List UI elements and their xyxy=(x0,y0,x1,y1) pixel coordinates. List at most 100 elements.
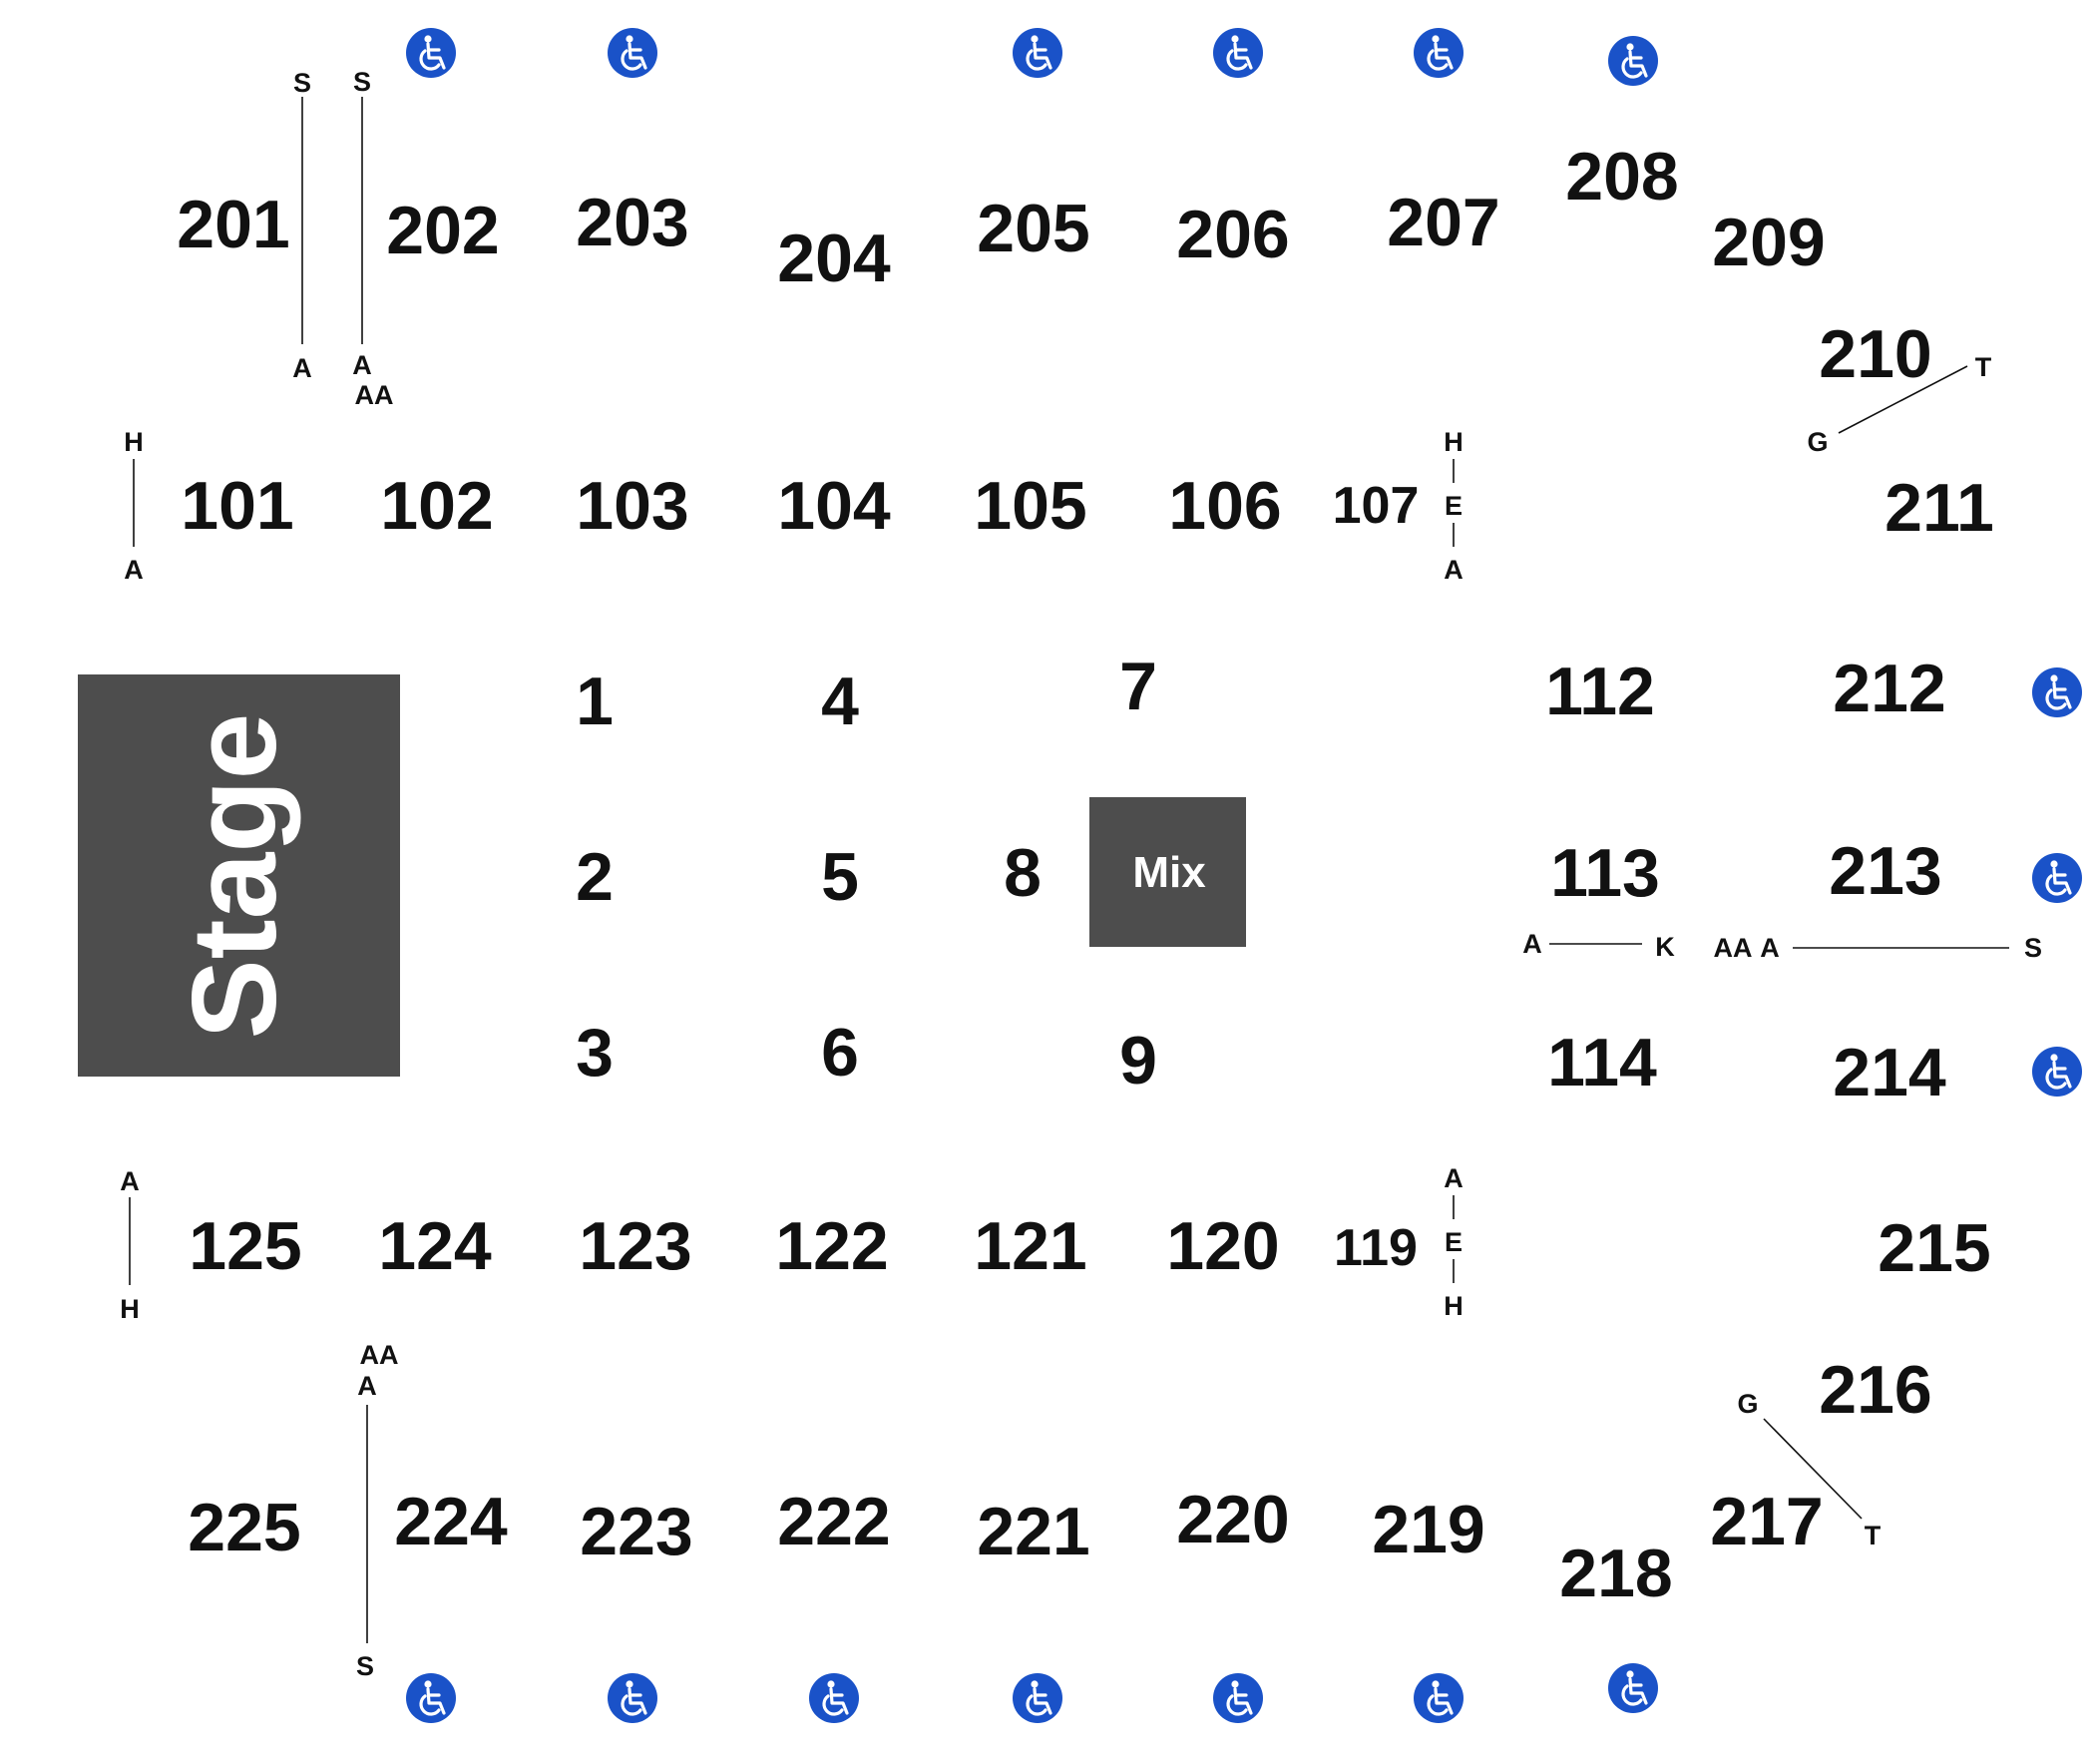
section-6[interactable]: 6 xyxy=(821,1015,859,1091)
section-103[interactable]: 103 xyxy=(576,468,688,544)
row-label-125-bottom: H xyxy=(120,1294,140,1324)
floor-sections: 1 2 3 4 5 6 7 8 9 xyxy=(576,649,1157,1099)
section-106[interactable]: 106 xyxy=(1168,468,1281,544)
row-label-202-bottom: A xyxy=(352,350,372,380)
wheelchair-icon[interactable] xyxy=(606,26,659,80)
wheelchair-icon[interactable] xyxy=(606,1671,659,1725)
section-2[interactable]: 2 xyxy=(576,839,614,915)
section-216[interactable]: 216 xyxy=(1819,1352,1931,1428)
section-102[interactable]: 102 xyxy=(380,468,493,544)
wheelchair-icon[interactable] xyxy=(1211,26,1265,80)
section-1[interactable]: 1 xyxy=(576,663,614,739)
section-223[interactable]: 223 xyxy=(580,1494,692,1569)
section-124[interactable]: 124 xyxy=(378,1208,492,1284)
section-221[interactable]: 221 xyxy=(977,1494,1089,1569)
section-120[interactable]: 120 xyxy=(1166,1208,1279,1284)
section-222[interactable]: 222 xyxy=(777,1484,890,1559)
row-label-107-top: H xyxy=(1444,427,1464,457)
section-114[interactable]: 114 xyxy=(1547,1025,1657,1101)
section-3[interactable]: 3 xyxy=(576,1015,614,1091)
section-203[interactable]: 203 xyxy=(576,185,688,260)
wheelchair-icon[interactable] xyxy=(2030,665,2084,719)
section-105[interactable]: 105 xyxy=(974,468,1086,544)
row-label-224-bottom: S xyxy=(356,1651,374,1681)
wheelchair-icon[interactable] xyxy=(1412,1671,1466,1725)
section-5[interactable]: 5 xyxy=(821,839,859,915)
section-9[interactable]: 9 xyxy=(1119,1023,1157,1099)
row-label-210-start: G xyxy=(1807,427,1828,457)
section-112[interactable]: 112 xyxy=(1545,654,1655,729)
section-217[interactable]: 217 xyxy=(1710,1484,1823,1559)
row-label-113-end: K xyxy=(1655,932,1675,962)
lower-sections: 101 102 103 104 105 106 107 112 113 114 … xyxy=(181,468,1660,1284)
section-224[interactable]: 224 xyxy=(394,1484,508,1559)
section-213[interactable]: 213 xyxy=(1829,833,1941,909)
row-label-202-top: S xyxy=(353,67,371,97)
section-220[interactable]: 220 xyxy=(1176,1482,1289,1557)
section-207[interactable]: 207 xyxy=(1387,185,1499,260)
row-label-213-extra: AA xyxy=(1714,933,1753,963)
section-7[interactable]: 7 xyxy=(1119,649,1157,724)
section-121[interactable]: 121 xyxy=(974,1208,1086,1284)
row-label-224-top: A xyxy=(357,1371,377,1401)
section-219[interactable]: 219 xyxy=(1372,1492,1484,1567)
wheelchair-icon[interactable] xyxy=(1606,34,1660,88)
row-label-217-end: T xyxy=(1865,1521,1882,1550)
row-label-101-bottom: A xyxy=(124,555,144,585)
wheelchair-icon[interactable] xyxy=(1011,26,1064,80)
row-label-107-mid: E xyxy=(1445,491,1463,521)
stage: Stage xyxy=(78,674,400,1077)
section-204[interactable]: 204 xyxy=(777,220,891,296)
row-label-119-bottom: H xyxy=(1444,1291,1464,1321)
section-201[interactable]: 201 xyxy=(177,187,289,262)
row-label-119-mid: E xyxy=(1445,1227,1463,1257)
section-218[interactable]: 218 xyxy=(1559,1536,1672,1611)
section-113[interactable]: 113 xyxy=(1550,835,1660,911)
wheelchair-icon[interactable] xyxy=(1606,1661,1660,1715)
row-label-113-start: A xyxy=(1522,929,1542,959)
section-125[interactable]: 125 xyxy=(189,1208,301,1284)
upper-sections: 201 202 203 204 205 206 207 208 209 210 … xyxy=(177,139,1994,1611)
section-107[interactable]: 107 xyxy=(1333,477,1420,535)
wheelchair-icon[interactable] xyxy=(404,1671,458,1725)
row-label-217-start: G xyxy=(1737,1389,1758,1419)
wheelchair-icon[interactable] xyxy=(807,1671,861,1725)
row-label-201-top: S xyxy=(293,68,311,98)
section-215[interactable]: 215 xyxy=(1878,1210,1990,1286)
section-225[interactable]: 225 xyxy=(188,1490,300,1565)
wheelchair-icon[interactable] xyxy=(1011,1671,1064,1725)
wheelchair-icon[interactable] xyxy=(1412,26,1466,80)
section-209[interactable]: 209 xyxy=(1712,205,1825,280)
row-label-202-extra: AA xyxy=(355,380,394,410)
section-119[interactable]: 119 xyxy=(1334,1219,1418,1277)
row-label-224-extra: AA xyxy=(360,1340,399,1370)
section-205[interactable]: 205 xyxy=(977,191,1089,266)
wheelchair-icon[interactable] xyxy=(2030,1045,2084,1099)
row-label-201-bottom: A xyxy=(292,353,312,383)
mix-label: Mix xyxy=(1132,848,1206,897)
wheelchair-icon[interactable] xyxy=(404,26,458,80)
stage-label: Stage xyxy=(168,713,301,1040)
section-214[interactable]: 214 xyxy=(1833,1035,1946,1110)
row-label-107-bottom: A xyxy=(1444,555,1464,585)
row-label-213-start: A xyxy=(1760,933,1780,963)
section-104[interactable]: 104 xyxy=(777,468,891,544)
section-202[interactable]: 202 xyxy=(386,193,499,268)
row-label-210-end: T xyxy=(1975,352,1992,382)
section-122[interactable]: 122 xyxy=(775,1208,888,1284)
section-123[interactable]: 123 xyxy=(579,1208,691,1284)
section-208[interactable]: 208 xyxy=(1565,139,1678,215)
section-212[interactable]: 212 xyxy=(1833,651,1945,726)
section-4[interactable]: 4 xyxy=(821,663,859,739)
section-211[interactable]: 211 xyxy=(1885,470,1994,546)
row-label-101-top: H xyxy=(124,427,144,457)
row-label-119-top: A xyxy=(1444,1163,1464,1193)
section-8[interactable]: 8 xyxy=(1004,835,1042,911)
row-label-213-end: S xyxy=(2024,933,2042,963)
wheelchair-icon[interactable] xyxy=(2030,851,2084,905)
section-210[interactable]: 210 xyxy=(1819,316,1931,392)
section-206[interactable]: 206 xyxy=(1176,197,1289,272)
section-101[interactable]: 101 xyxy=(181,468,293,544)
wheelchair-icon[interactable] xyxy=(1211,1671,1265,1725)
